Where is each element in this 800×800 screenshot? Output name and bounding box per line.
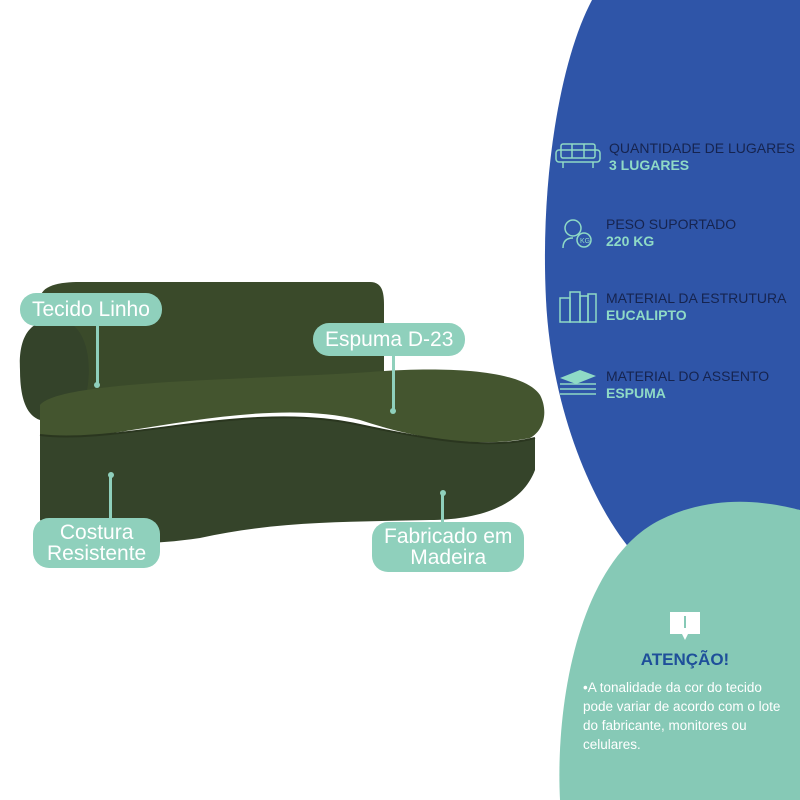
callout-wood-line1: Fabricado em bbox=[384, 525, 513, 548]
callout-line bbox=[392, 350, 395, 410]
blue-panel bbox=[544, 0, 800, 560]
callout-line bbox=[441, 493, 444, 523]
wood-planks-icon bbox=[559, 291, 597, 323]
callout-line bbox=[96, 325, 99, 385]
spec-label: MATERIAL DA ESTRUTURA bbox=[606, 290, 787, 306]
callout-seam-line1: Costura bbox=[59, 521, 134, 544]
callout-seam-line2: Resistente bbox=[47, 542, 147, 565]
spec-value: EUCALIPTO bbox=[606, 307, 687, 323]
warning-body: A tonalidade da cor do tecido pode varia… bbox=[583, 680, 781, 752]
callout-foam: Espuma D-23 bbox=[313, 323, 466, 356]
spec-label: QUANTIDADE DE LUGARES bbox=[609, 140, 795, 156]
teal-panel bbox=[559, 501, 800, 800]
callout-fabric: Tecido Linho bbox=[20, 293, 162, 326]
sofa-icon bbox=[555, 143, 601, 168]
spec-label: MATERIAL DO ASSENTO bbox=[606, 368, 770, 384]
foam-layers-icon bbox=[560, 370, 596, 395]
svg-text:KG: KG bbox=[580, 238, 590, 245]
warning-title: ATENÇÃO! bbox=[640, 650, 730, 669]
spec-value: ESPUMA bbox=[606, 385, 666, 401]
weight-icon: KG bbox=[562, 219, 592, 249]
spec-value: 3 LUGARES bbox=[609, 157, 690, 173]
alert-icon bbox=[670, 612, 700, 640]
callout-wood-line2: Madeira bbox=[410, 546, 487, 569]
warning-text: •A tonalidade da cor do tecido pode vari… bbox=[583, 678, 793, 754]
spec-value: 220 KG bbox=[606, 233, 655, 249]
callout-line bbox=[109, 475, 112, 520]
bullet: • bbox=[583, 680, 588, 695]
callout-dot bbox=[390, 408, 396, 414]
callout-dot bbox=[94, 382, 100, 388]
spec-label: PESO SUPORTADO bbox=[606, 216, 737, 232]
